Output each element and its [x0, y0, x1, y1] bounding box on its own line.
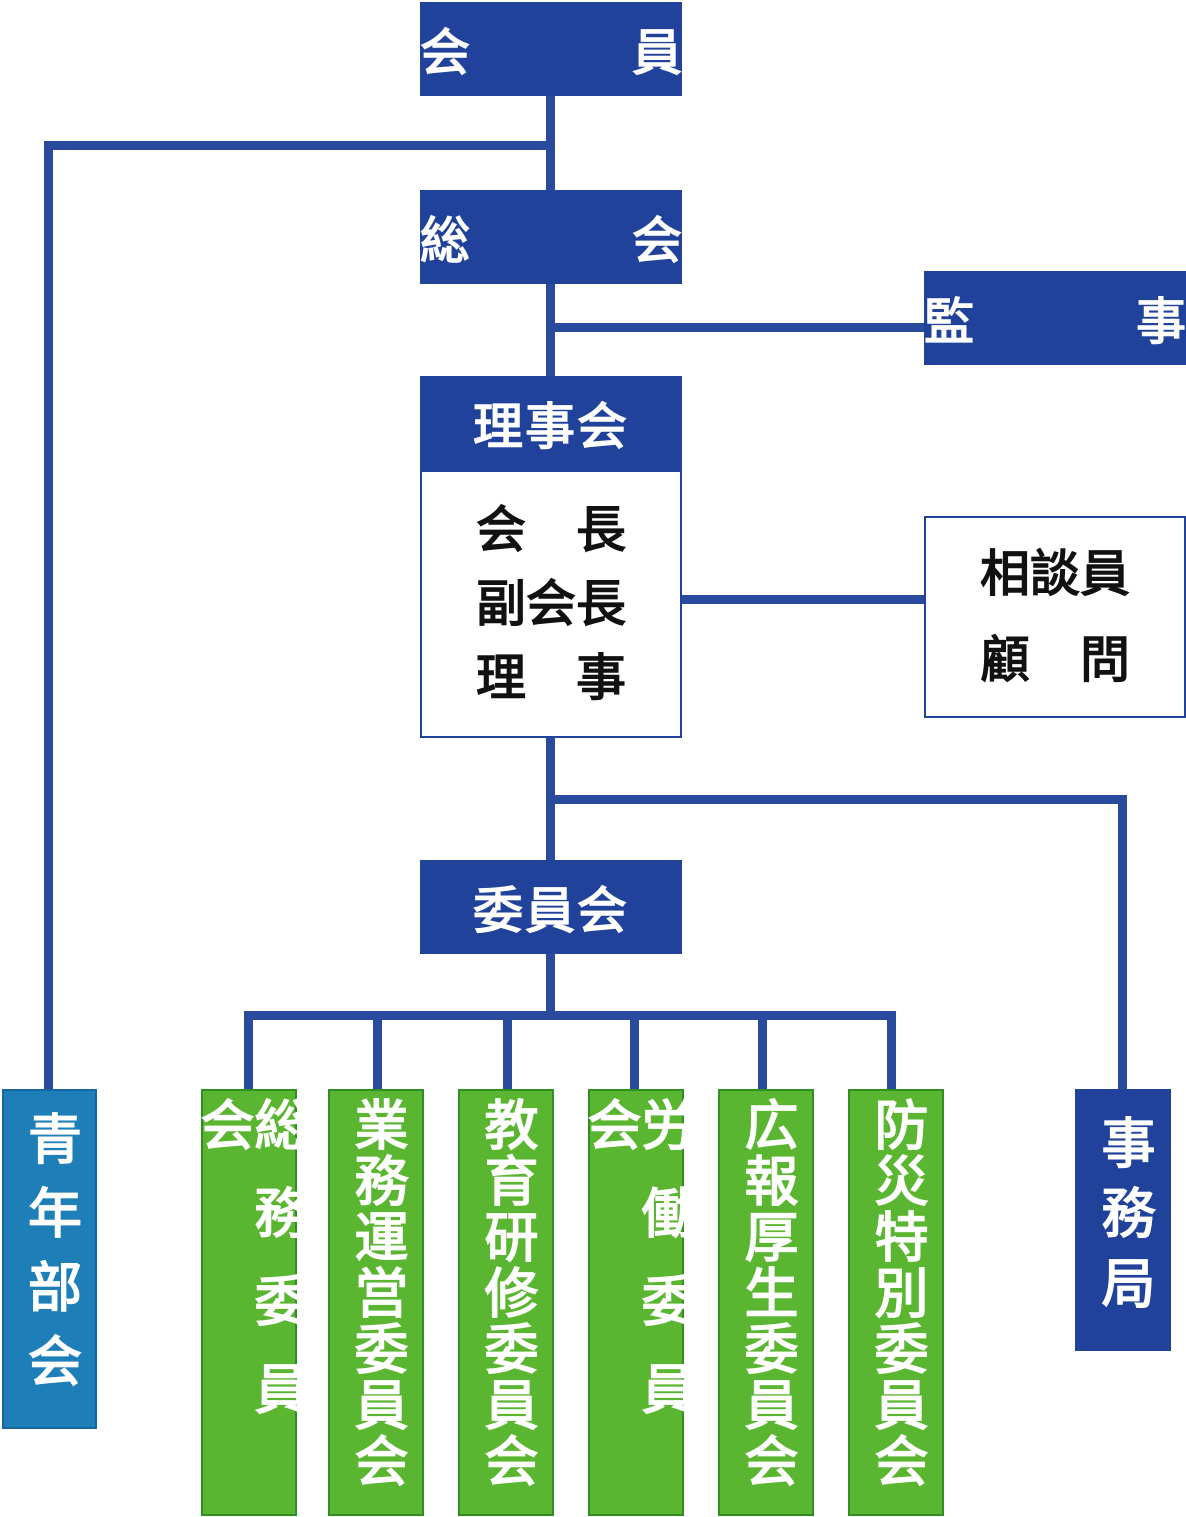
connector-secretariat-top: [550, 795, 1127, 804]
connector-committee-drop-1: [244, 1011, 253, 1093]
advisors-list: 相談員 顧 問: [980, 531, 1130, 703]
connector-auditor: [550, 323, 928, 332]
committee-label: 防災特別委員会: [865, 1097, 928, 1489]
committee-label: 労働委員会: [578, 1097, 695, 1449]
secretariat-label: 事務局: [1092, 1115, 1155, 1325]
board-role-president: 会 長: [476, 501, 626, 559]
general-meeting-box: 総 会: [420, 190, 682, 284]
connector-youth-top: [44, 141, 550, 150]
connector-committee-bar: [244, 1011, 896, 1020]
advisor-adviser: 顧 問: [980, 631, 1130, 689]
committee-public-relations: 広報厚生委員会: [718, 1089, 814, 1516]
board-header: 理事会: [420, 376, 682, 470]
advisor-counselor: 相談員: [980, 545, 1130, 603]
connector-committee-drop-3: [503, 1011, 512, 1093]
connector-committee-drop-6: [887, 1011, 896, 1093]
secretariat-box: 事務局: [1075, 1089, 1171, 1351]
connector-committee-stem: [546, 954, 555, 1016]
youth-division-label: 青年部会: [18, 1111, 82, 1407]
connector-youth-vertical: [44, 141, 53, 1093]
committee-operations: 業務運営委員会: [328, 1089, 424, 1516]
members-box: 会 員: [420, 2, 682, 96]
connector-committee-drop-4: [630, 1011, 639, 1093]
committee-label: 業務運営委員会: [345, 1097, 408, 1489]
board-role-vice-president: 副会長: [476, 575, 626, 633]
committee-label: 広報厚生委員会: [735, 1097, 798, 1489]
committee-disaster: 防災特別委員会: [848, 1089, 944, 1516]
general-meeting-label: 総 会: [420, 212, 738, 270]
board-roles-list: 会 長 副会長 理 事: [476, 493, 626, 715]
committee-labor: 労働委員会: [578, 1089, 695, 1516]
board-title: 理事会: [473, 398, 629, 456]
board-roles-box: 会 長 副会長 理 事: [420, 470, 682, 738]
advisors-box: 相談員 顧 問: [924, 516, 1186, 718]
committee-label: 総務委員会: [191, 1097, 308, 1449]
connector-committee-drop-2: [373, 1011, 382, 1093]
auditor-box: 監 事: [924, 271, 1186, 365]
board-role-director: 理 事: [476, 649, 626, 707]
youth-division-box: 青年部会: [2, 1089, 97, 1429]
committees-title: 委員会: [473, 882, 629, 940]
members-label: 会 員: [420, 24, 738, 82]
auditor-label: 監 事: [924, 293, 1186, 351]
connector-committee-drop-5: [758, 1011, 767, 1093]
committee-general-affairs: 総務委員会: [191, 1089, 308, 1516]
committee-label: 教育研修委員会: [475, 1097, 538, 1489]
connector-secretariat-vertical: [1118, 795, 1127, 1093]
committees-box: 委員会: [420, 860, 682, 954]
committee-education: 教育研修委員会: [458, 1089, 554, 1516]
connector-advisors: [678, 595, 928, 604]
